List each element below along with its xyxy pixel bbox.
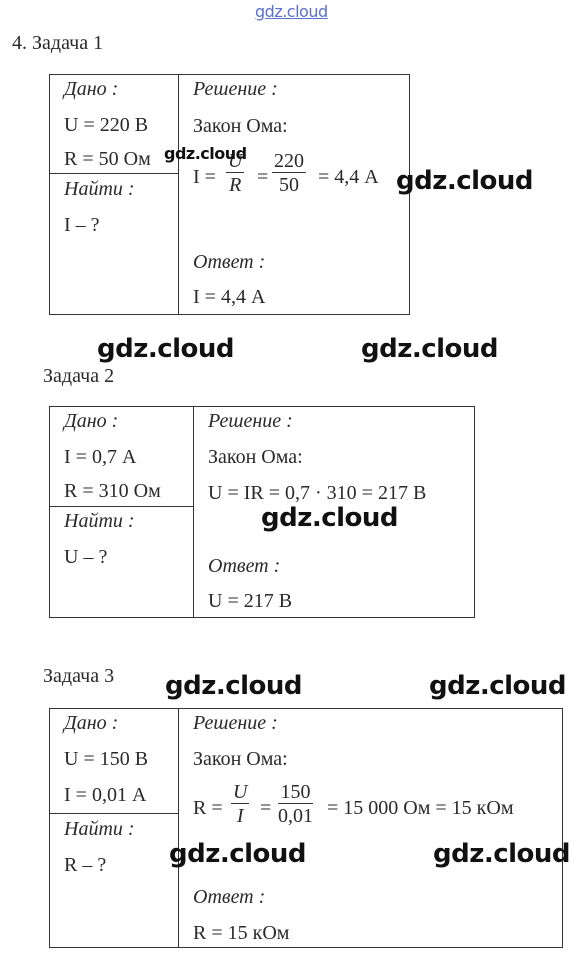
- task1-find-label: Найти :: [64, 178, 135, 200]
- task3-formula-result: = 15 000 Ом = 15 кОм: [327, 797, 514, 819]
- task2-table: [49, 406, 475, 618]
- task2-law: Закон Ома:: [208, 446, 303, 468]
- task2-given-current: I = 0,7 А: [64, 446, 137, 468]
- task1-find-current: I – ?: [64, 214, 100, 236]
- task3-fraction-ui: U I: [231, 781, 250, 828]
- watermark-small[interactable]: gdz.cloud: [164, 144, 247, 163]
- task3-divider-horizontal: [49, 813, 179, 814]
- task3-find-resistance: R – ?: [64, 854, 107, 876]
- task3-fraction-ui-denominator: I: [236, 805, 244, 827]
- task3-answer-label: Ответ :: [193, 886, 266, 908]
- task2-given-label: Дано :: [64, 410, 119, 432]
- task1-answer-label: Ответ :: [193, 251, 266, 273]
- task2-heading: Задача 2: [43, 365, 115, 387]
- watermark[interactable]: gdz.cloud: [433, 839, 571, 869]
- task3-solution-label: Решение :: [193, 712, 278, 734]
- watermark[interactable]: gdz.cloud: [361, 334, 499, 364]
- task3-find-label: Найти :: [64, 818, 135, 840]
- task2-given-resistance: R = 310 Ом: [64, 480, 161, 502]
- task3-divider-vertical: [178, 708, 179, 948]
- task3-fraction-values: 150 0,01: [278, 781, 313, 828]
- task3-given-current: I = 0,01 А: [64, 784, 147, 806]
- task1-fraction-ur-denominator: R: [229, 174, 242, 196]
- task3-heading: Задача 3: [43, 665, 115, 687]
- task1-fraction-ur-numerator: U: [226, 150, 245, 173]
- task2-find-label: Найти :: [64, 510, 135, 532]
- watermark[interactable]: gdz.cloud: [429, 671, 567, 701]
- task1-given-label: Дано :: [64, 78, 119, 100]
- watermark[interactable]: gdz.cloud: [97, 334, 235, 364]
- watermark[interactable]: gdz.cloud: [169, 839, 307, 869]
- task1-law: Закон Ома:: [193, 115, 288, 137]
- task3-fraction-ui-numerator: U: [231, 781, 250, 804]
- task1-formula-equals: =: [257, 166, 269, 188]
- watermark[interactable]: gdz.cloud: [261, 503, 399, 533]
- task1-divider-vertical: [178, 74, 179, 315]
- task2-solution-label: Решение :: [208, 410, 293, 432]
- task1-fraction-values: 220 50: [272, 150, 306, 197]
- task1-fraction-values-denominator: 50: [279, 174, 299, 196]
- task1-given-voltage: U = 220 В: [64, 114, 149, 136]
- task2-answer: U = 217 В: [208, 590, 293, 612]
- task3-answer: R = 15 кОм: [193, 922, 290, 944]
- task3-given-label: Дано :: [64, 712, 119, 734]
- watermark-top[interactable]: gdz.cloud: [255, 2, 328, 21]
- task1-fraction-values-numerator: 220: [272, 150, 306, 173]
- task2-divider-horizontal: [49, 506, 194, 507]
- task3-formula-lhs: R =: [193, 797, 223, 819]
- task3-given-voltage: U = 150 В: [64, 748, 149, 770]
- task3-formula-equals: =: [260, 797, 272, 819]
- task1-divider-horizontal: [49, 173, 179, 174]
- task1-heading: 4. Задача 1: [12, 32, 104, 54]
- task1-formula-lhs: I =: [193, 166, 216, 188]
- task3-table: [49, 708, 563, 948]
- task2-divider-vertical: [193, 406, 194, 618]
- task1-fraction-ur: U R: [226, 150, 245, 197]
- task2-find-voltage: U – ?: [64, 546, 108, 568]
- task1-given-resistance: R = 50 Ом: [64, 148, 151, 170]
- task1-formula-result: = 4,4 А: [318, 166, 379, 188]
- task1-answer: I = 4,4 А: [193, 286, 266, 308]
- task1-solution-label: Решение :: [193, 78, 278, 100]
- task3-fraction-values-denominator: 0,01: [278, 805, 313, 827]
- task3-law: Закон Ома:: [193, 748, 288, 770]
- watermark[interactable]: gdz.cloud: [396, 166, 534, 196]
- task2-formula: U = IR = 0,7 · 310 = 217 В: [208, 482, 427, 504]
- task3-fraction-values-numerator: 150: [278, 781, 313, 804]
- watermark[interactable]: gdz.cloud: [165, 671, 303, 701]
- task1-table: [49, 74, 410, 315]
- task2-answer-label: Ответ :: [208, 555, 281, 577]
